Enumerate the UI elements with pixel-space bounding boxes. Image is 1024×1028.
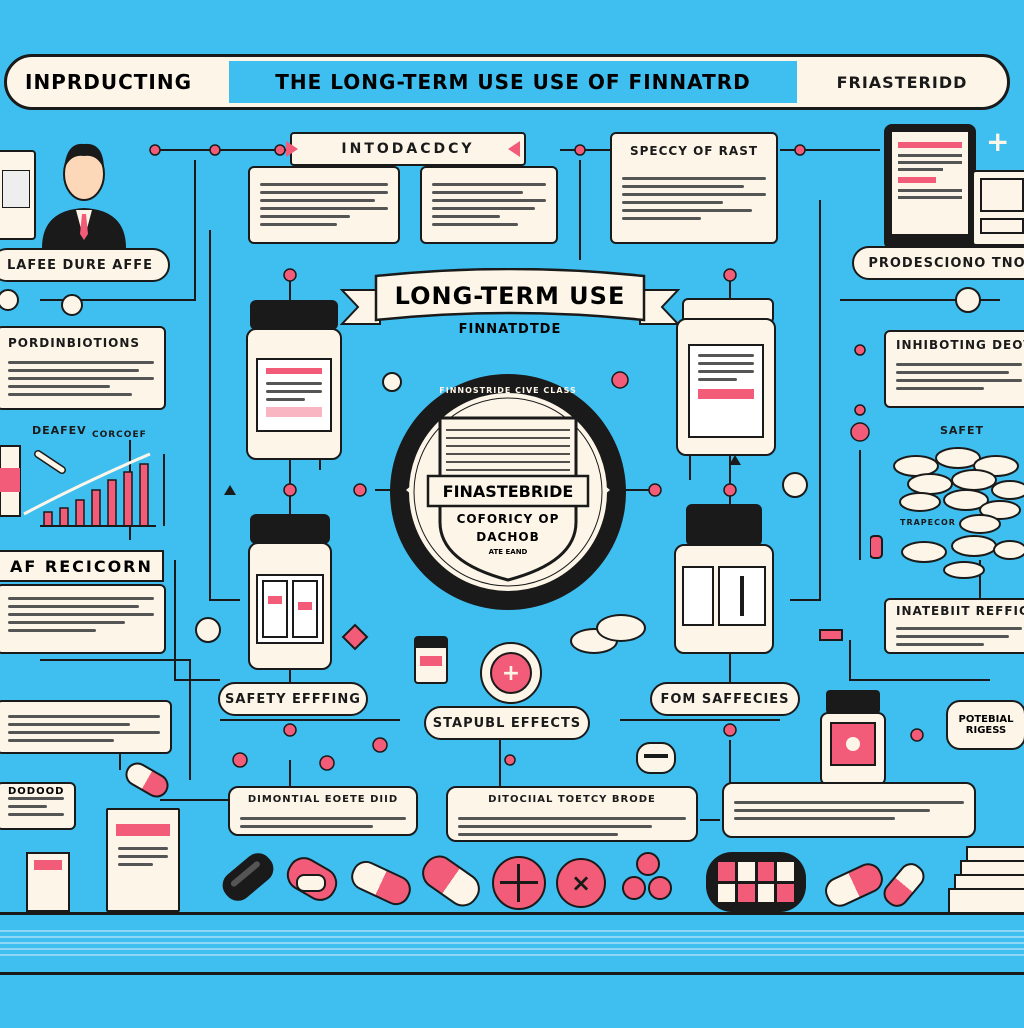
right-pills-section: SAFET TRAPECOR [870, 420, 1024, 590]
emblem-line-1: COFORICY OP [456, 512, 560, 526]
capsule-icon-pair [280, 851, 344, 908]
banner-right-text: FRIASTERIDD [836, 72, 968, 92]
intro-arrow-right-icon [508, 141, 520, 157]
safety-effects-label: SAFETY EFFFING [218, 682, 368, 716]
left-section-header-text: AF RECICORN [10, 556, 153, 576]
pill-label: TRAPECOR [900, 518, 956, 527]
right-label-1: PRODESCIONO TNO [852, 246, 1024, 280]
ribbon-subtitle: FINNATDTDE [458, 322, 562, 337]
left-lower-card [0, 700, 172, 754]
ribbon-banner: LONG-TERM USE [340, 268, 680, 348]
tablet-device-icon [884, 124, 976, 250]
left-label-1: LAFEE DURE AFFE [0, 248, 170, 282]
right-label-1-text: PRODESCIONO TNO [868, 255, 1024, 271]
right-info-title: INHIBOTING DEOV [896, 338, 1024, 352]
medicine-bottle-top-left [246, 300, 342, 460]
bottom-card-2-title: DITOCIIAL TOETCY BRODE [488, 794, 656, 805]
potential-card-line-2: RIGESS [965, 725, 1007, 736]
ribbon-title: LONG-TERM USE [394, 282, 626, 310]
left-info-title: PORDINBIOTIONS [8, 336, 141, 350]
document-stack-icon [946, 846, 1024, 914]
small-jar-icon [414, 636, 448, 684]
cross-pill-icon [492, 856, 546, 910]
x-pill-icon: × [556, 858, 606, 908]
left-label-1-text: LAFEE DURE AFFE [7, 257, 153, 273]
banner-main-title: THE LONG-TERM USE USE OF FINNATRD [229, 61, 797, 103]
pill-title: SAFET [940, 424, 984, 437]
left-info-card: PORDINBIOTIONS [0, 326, 166, 410]
left-bottom-card-label: DODOOD [8, 786, 65, 797]
medicine-bottle-top-right [676, 298, 776, 456]
safety-effects-label-text: SAFETY EFFFING [225, 691, 361, 707]
pill-bottle-icon [0, 150, 36, 240]
plus-icon: + [986, 125, 1010, 158]
banner-left-text: INPRDUCTING [25, 65, 225, 99]
intro-label-text: INTODACDCY [341, 141, 475, 157]
potential-card-line-1: POTEBIAL [958, 714, 1014, 725]
emblem-line-2: DACHOB [476, 530, 540, 544]
fom-saffecies-label: FOM SAFFECIES [650, 682, 800, 716]
left-section-card [0, 584, 166, 654]
intro-text-card-1 [248, 166, 400, 244]
fom-saffecies-label-text: FOM SAFFECIES [660, 691, 790, 707]
intro-arrow-left-icon [286, 141, 298, 157]
chart-title: DEAFEV [32, 424, 87, 437]
speccy-title: SPECCY OF RAST [629, 144, 759, 158]
finasteride-emblem: FINNOSTRIDE CIVE CLASS FINASTEBRIDE COFO… [388, 372, 628, 612]
blister-pack-icon [706, 852, 806, 912]
speccy-card: SPECCY OF RAST [610, 132, 778, 244]
emblem-ring-text: FINNOSTRIDE CIVE CLASS [439, 386, 577, 395]
intro-text-card-2 [420, 166, 558, 244]
safety-bar-chart: DEAFEV CORCOEF [0, 424, 170, 534]
intro-label: INTODACDCY [290, 132, 526, 166]
bottom-card-1-title: DIMONTIAL EOETE DIID [247, 794, 399, 805]
left-small-box [26, 852, 70, 912]
small-capsule-mid-icon [636, 742, 676, 774]
potential-card: POTEBIAL RIGESS [946, 700, 1024, 750]
emblem-name: FINASTEBRIDE [442, 481, 574, 501]
footer-stripes [0, 912, 1024, 1024]
chart-label: CORCOEF [92, 430, 147, 440]
medicine-bottle-bottom-right [674, 504, 774, 654]
stapubl-effects-label-text: STAPUBL EFFECTS [432, 715, 582, 731]
medicine-bottle-bottom-left [248, 514, 332, 670]
right-lower-title: INATEBIIT REFFICI [896, 604, 1024, 618]
stapubl-effects-label: STAPUBL EFFECTS [424, 706, 590, 740]
right-info-card: INHIBOTING DEOV [884, 330, 1024, 408]
center-plus-button-icon: + [480, 642, 542, 704]
left-section-header: AF RECICORN [0, 550, 164, 582]
monitor-icon [972, 170, 1024, 246]
tablets-icon [570, 614, 646, 654]
left-bottom-card [0, 782, 76, 830]
tablet-cluster-icon [620, 852, 676, 904]
title-banner: INPRDUCTING THE LONG-TERM USE USE OF FIN… [4, 54, 1010, 110]
bottom-card-3 [722, 782, 976, 838]
emblem-line-3: ATE EAND [488, 548, 528, 556]
bottom-card-1: DIMONTIAL EOETE DIID [228, 786, 418, 836]
bottom-card-2: DITOCIIAL TOETCY BRODE [446, 786, 698, 842]
doctor-avatar-icon [36, 130, 132, 248]
left-doc-card [106, 808, 180, 912]
right-lower-card: INATEBIIT REFFICI [884, 598, 1024, 654]
medicine-bottle-lower-right [820, 690, 886, 786]
